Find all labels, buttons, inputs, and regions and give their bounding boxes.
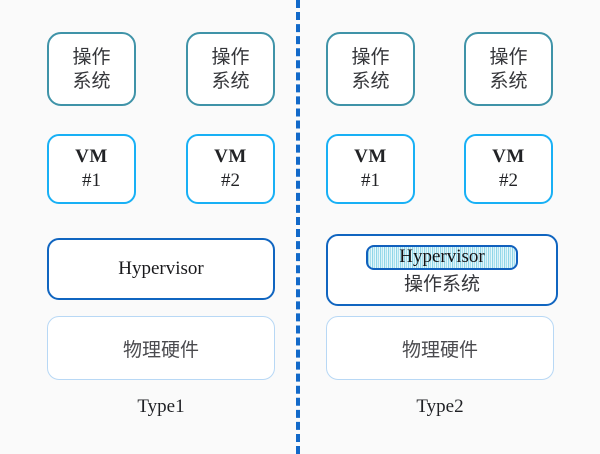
type2-guest-os-1-line1: 操作 bbox=[351, 45, 390, 68]
type1-hypervisor-label: Hypervisor bbox=[118, 258, 204, 279]
type1-hardware-label: 物理硬件 bbox=[122, 338, 199, 361]
type2-guest-os-2-line2: 系统 bbox=[489, 70, 528, 92]
type1-guest-os-2-line2: 系统 bbox=[211, 70, 250, 92]
type2-vm-box-2[interactable]: VM #2 bbox=[464, 134, 553, 204]
type1-guest-os-box-2[interactable]: 操作 系统 bbox=[186, 32, 275, 106]
type2-guest-os-2-line1: 操作 bbox=[489, 45, 528, 68]
type1-vm-1-line2: #1 bbox=[82, 170, 101, 191]
type2-hardware-label: 物理硬件 bbox=[401, 338, 478, 361]
type2-caption-text: Type2 bbox=[416, 396, 464, 417]
type2-hypervisor-label: Hypervisor bbox=[399, 246, 485, 268]
type2-hardware-box[interactable]: 物理硬件 bbox=[326, 316, 554, 380]
type1-hypervisor-box[interactable]: Hypervisor bbox=[47, 238, 275, 300]
type1-caption: Type1 bbox=[47, 396, 275, 418]
type2-guest-os-box-2[interactable]: 操作 系统 bbox=[464, 32, 553, 106]
type2-vm-2-line1: VM bbox=[492, 145, 525, 167]
type1-vm-box-2[interactable]: VM #2 bbox=[186, 134, 275, 204]
type1-vm-box-1[interactable]: VM #1 bbox=[47, 134, 136, 204]
type2-guest-os-box-1[interactable]: 操作 系统 bbox=[326, 32, 415, 106]
type1-vm-1-line1: VM bbox=[75, 145, 108, 167]
type2-vm-box-1[interactable]: VM #1 bbox=[326, 134, 415, 204]
type2-caption: Type2 bbox=[326, 396, 554, 418]
type2-vm-1-line1: VM bbox=[354, 145, 387, 167]
type2-host-os-label: 操作系统 bbox=[403, 272, 480, 295]
type1-hardware-box[interactable]: 物理硬件 bbox=[47, 316, 275, 380]
panel-divider-dashed-line bbox=[296, 0, 300, 454]
type2-hypervisor-host-box[interactable]: Hypervisor 操作系统 bbox=[326, 234, 558, 306]
type1-guest-os-1-line1: 操作 bbox=[72, 45, 111, 68]
type2-host-os-label-wrap: 操作系统 bbox=[403, 272, 480, 295]
type2-vm-1-line2: #1 bbox=[361, 170, 380, 191]
type1-guest-os-2-line1: 操作 bbox=[211, 45, 250, 68]
type1-guest-os-1-line2: 系统 bbox=[72, 70, 111, 92]
type2-guest-os-1-line2: 系统 bbox=[351, 70, 390, 92]
type2-hypervisor-pill[interactable]: Hypervisor bbox=[366, 244, 518, 270]
type1-guest-os-box-1[interactable]: 操作 系统 bbox=[47, 32, 136, 106]
type1-caption-text: Type1 bbox=[137, 396, 185, 417]
type1-vm-2-line2: #2 bbox=[221, 170, 240, 191]
type2-vm-2-line2: #2 bbox=[499, 170, 518, 191]
type1-vm-2-line1: VM bbox=[214, 145, 247, 167]
